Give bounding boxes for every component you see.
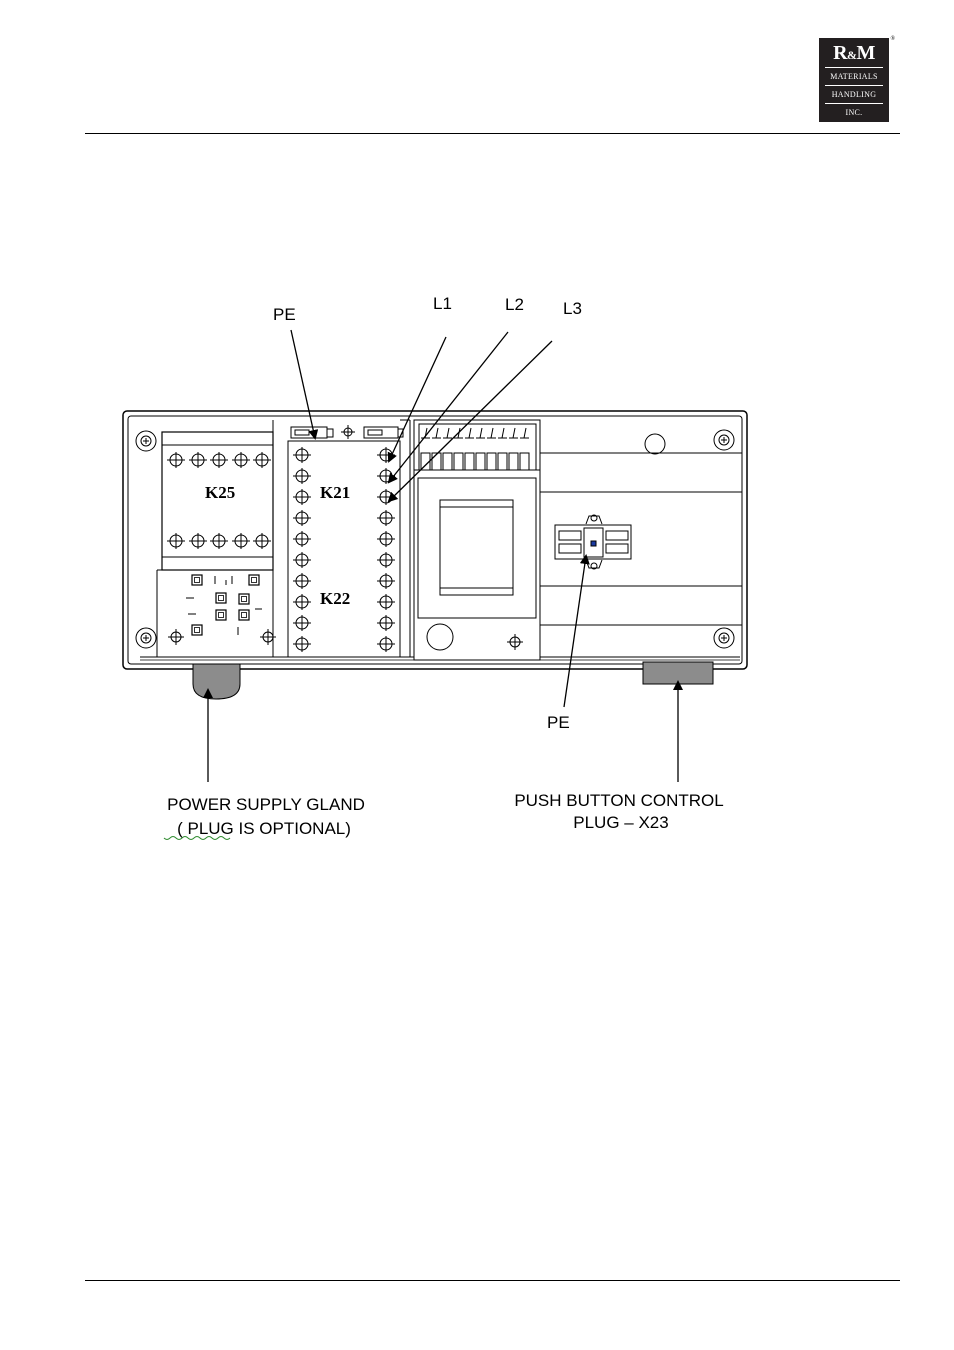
label-l1: L1 xyxy=(433,294,452,313)
mounting-screw-bottom-left xyxy=(136,628,156,648)
arrow-pe-top xyxy=(291,330,315,438)
label-power-gland-line2: ( PLUG IS OPTIONAL) xyxy=(177,819,351,838)
terminal-strip xyxy=(414,420,540,660)
k22-label: K22 xyxy=(320,589,350,608)
mounting-screw-top-right xyxy=(714,430,734,450)
label-l2: L2 xyxy=(505,295,524,314)
k25-label: K25 xyxy=(205,483,235,502)
label-push-button-line2: PLUG – X23 xyxy=(573,813,668,832)
fuse-holder-2 xyxy=(364,427,403,438)
knockout-hole xyxy=(645,434,665,454)
push-button-plug xyxy=(643,662,713,684)
auxiliary-block xyxy=(168,575,276,645)
label-power-gland-line1: POWER SUPPLY GLAND xyxy=(167,795,365,814)
fuse-holder-pe xyxy=(291,427,333,438)
power-supply-gland xyxy=(193,664,240,699)
mounting-screw-top-left xyxy=(136,431,156,451)
k21-k22-left-terminals xyxy=(293,447,311,652)
center-screw xyxy=(341,425,355,439)
label-pe-top: PE xyxy=(273,305,296,324)
k25-top-terminals xyxy=(167,452,271,468)
label-l3: L3 xyxy=(563,299,582,318)
k25-bottom-terminals xyxy=(167,533,271,549)
label-push-button-line1: PUSH BUTTON CONTROL xyxy=(514,791,723,810)
pe-terminal-block xyxy=(555,515,631,569)
spellcheck-underline xyxy=(164,837,230,840)
k21-label: K21 xyxy=(320,483,350,502)
arrow-pe-right xyxy=(564,556,586,707)
mounting-screw-bottom-right xyxy=(714,628,734,648)
label-pe-right: PE xyxy=(547,713,570,732)
